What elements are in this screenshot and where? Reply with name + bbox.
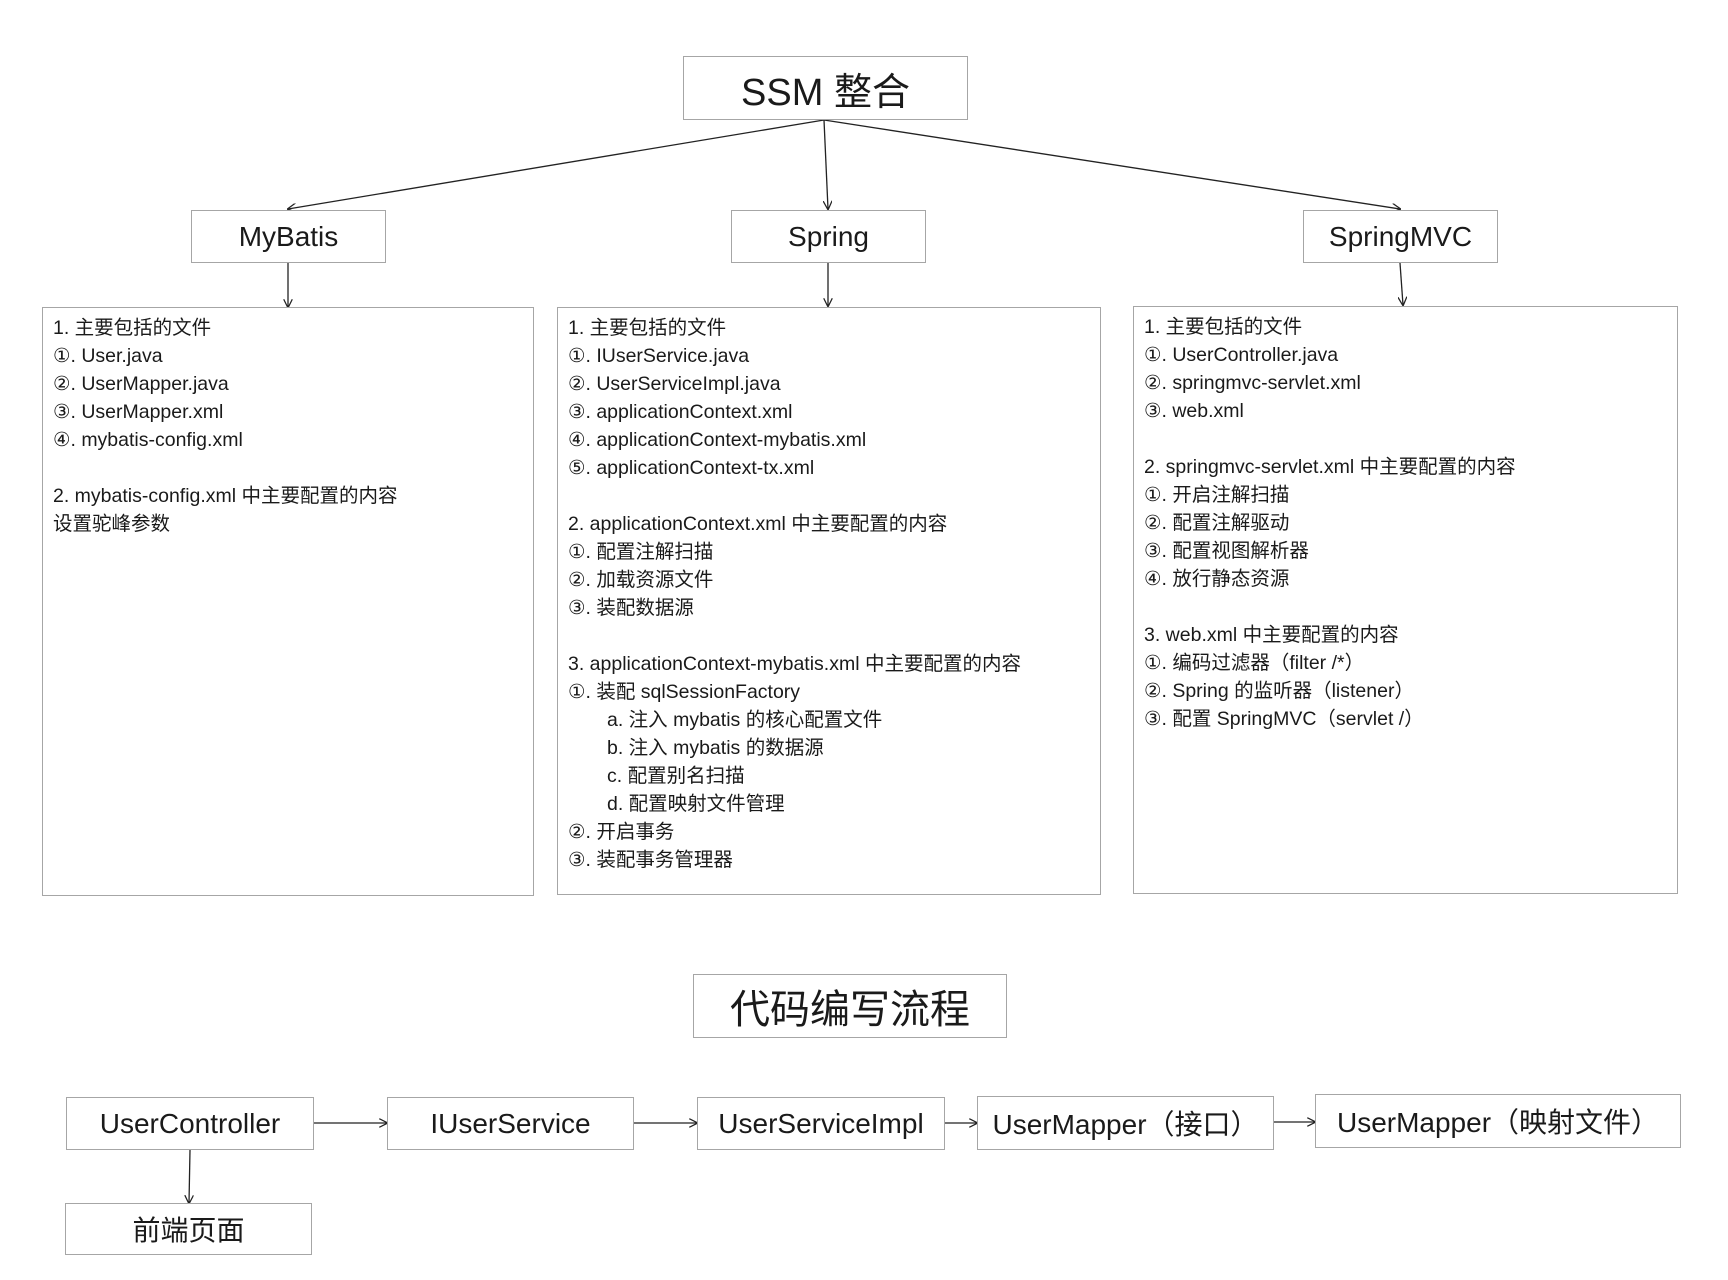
flow-node-user-controller: UserController <box>66 1097 314 1150</box>
flow-title-box: 代码编写流程 <box>693 974 1007 1038</box>
flow-node-label: IUserService <box>430 1107 591 1139</box>
panel-line: ③. 装配数据源 <box>568 597 694 619</box>
panel-line: 3. web.xml 中主要配置的内容 <box>1144 624 1399 646</box>
panel-line: 2. applicationContext.xml 中主要配置的内容 <box>568 513 948 535</box>
panel-line: ①. IUserService.java <box>568 345 750 367</box>
spring-details-panel: 1. 主要包括的文件 ①. IUserService.java ②. UserSer… <box>557 307 1101 895</box>
panel-line: 1. 主要包括的文件 <box>53 317 212 339</box>
flow-node-iuser-service: IUserService <box>387 1097 634 1150</box>
arrow-controller-to-frontend <box>189 1149 190 1203</box>
panel-line: ②. 配置注解驱动 <box>1144 512 1290 534</box>
panel-line: ③. UserMapper.xml <box>53 401 224 423</box>
mybatis-label: MyBatis <box>238 220 339 252</box>
panel-line: ①. UserController.java <box>1144 344 1339 366</box>
panel-line: 2. springmvc-servlet.xml 中主要配置的内容 <box>1144 456 1516 478</box>
springmvc-details-panel: 1. 主要包括的文件 ①. UserController.java ②. sprin… <box>1133 306 1678 894</box>
flow-node-user-mapper-xml: UserMapper（映射文件） <box>1315 1094 1681 1148</box>
panel-line: c. 配置别名扫描 <box>607 765 745 787</box>
flow-node-frontend-page: 前端页面 <box>65 1203 312 1255</box>
spacer <box>53 454 523 482</box>
flow-node-label: UserServiceImpl <box>718 1107 924 1139</box>
panel-line: b. 注入 mybatis 的数据源 <box>607 737 824 759</box>
panel-line: ①. 编码过滤器（filter /*） <box>1144 652 1365 674</box>
panel-line: 1. 主要包括的文件 <box>568 317 727 339</box>
panel-line: a. 注入 mybatis 的核心配置文件 <box>607 709 883 731</box>
spacer <box>568 622 1090 650</box>
arrow-springmvc-to-panel <box>1400 262 1403 305</box>
panel-line: ①. User.java <box>53 345 163 367</box>
flow-title: 代码编写流程 <box>730 988 970 1032</box>
panel-line: ②. UserMapper.java <box>53 373 229 395</box>
springmvc-box: SpringMVC <box>1303 210 1498 263</box>
flow-node-label: UserMapper（映射文件） <box>1336 1107 1660 1138</box>
panel-line: ④. applicationContext-mybatis.xml <box>568 429 867 451</box>
flow-node-label: UserMapper（接口） <box>992 1109 1259 1140</box>
panel-line: 1. 主要包括的文件 <box>1144 316 1303 338</box>
panel-line: 3. applicationContext-mybatis.xml 中主要配置的… <box>568 653 1021 675</box>
panel-line: 2. mybatis-config.xml 中主要配置的内容 <box>53 485 398 507</box>
mybatis-details-panel: 1. 主要包括的文件 ①. User.java ②. UserMapper.java… <box>42 307 534 896</box>
flow-node-label: UserController <box>99 1107 281 1139</box>
panel-line: ①. 配置注解扫描 <box>568 541 714 563</box>
flow-node-label: 前端页面 <box>132 1215 245 1246</box>
panel-line: ③. web.xml <box>1144 400 1244 422</box>
panel-line: 设置驼峰参数 <box>53 513 171 535</box>
panel-line: ②. 开启事务 <box>568 821 675 843</box>
spring-label: Spring <box>788 220 869 252</box>
panel-line: ③. 配置 SpringMVC（servlet /） <box>1144 708 1424 730</box>
panel-line: ①. 装配 sqlSessionFactory <box>568 681 801 703</box>
spacer <box>568 482 1090 510</box>
panel-line: ②. Spring 的监听器（listener） <box>1144 680 1414 702</box>
main-title: SSM 整合 <box>741 71 910 114</box>
flow-node-user-service-impl: UserServiceImpl <box>697 1097 945 1150</box>
panel-line: ④. mybatis-config.xml <box>53 429 243 451</box>
flow-node-user-mapper-interface: UserMapper（接口） <box>977 1096 1274 1150</box>
mybatis-box: MyBatis <box>191 210 386 263</box>
panel-line: d. 配置映射文件管理 <box>607 793 785 815</box>
panel-line: ⑤. applicationContext-tx.xml <box>568 457 815 479</box>
panel-line: ①. 开启注解扫描 <box>1144 484 1290 506</box>
panel-line: ②. springmvc-servlet.xml <box>1144 372 1361 394</box>
spring-box: Spring <box>731 210 926 263</box>
panel-line: ②. 加载资源文件 <box>568 569 714 591</box>
panel-line: ④. 放行静态资源 <box>1144 568 1290 590</box>
arrow-title-to-springmvc <box>823 119 1400 209</box>
panel-line: ③. 配置视图解析器 <box>1144 540 1309 562</box>
springmvc-label: SpringMVC <box>1328 220 1473 252</box>
spacer <box>1144 593 1667 621</box>
arrow-title-to-spring <box>824 119 828 209</box>
arrow-title-to-mybatis <box>288 119 825 209</box>
main-title-box: SSM 整合 <box>683 56 968 120</box>
panel-line: ③. applicationContext.xml <box>568 401 793 423</box>
panel-line: ②. UserServiceImpl.java <box>568 373 781 395</box>
spacer <box>1144 425 1667 453</box>
panel-line: ③. 装配事务管理器 <box>568 849 733 871</box>
